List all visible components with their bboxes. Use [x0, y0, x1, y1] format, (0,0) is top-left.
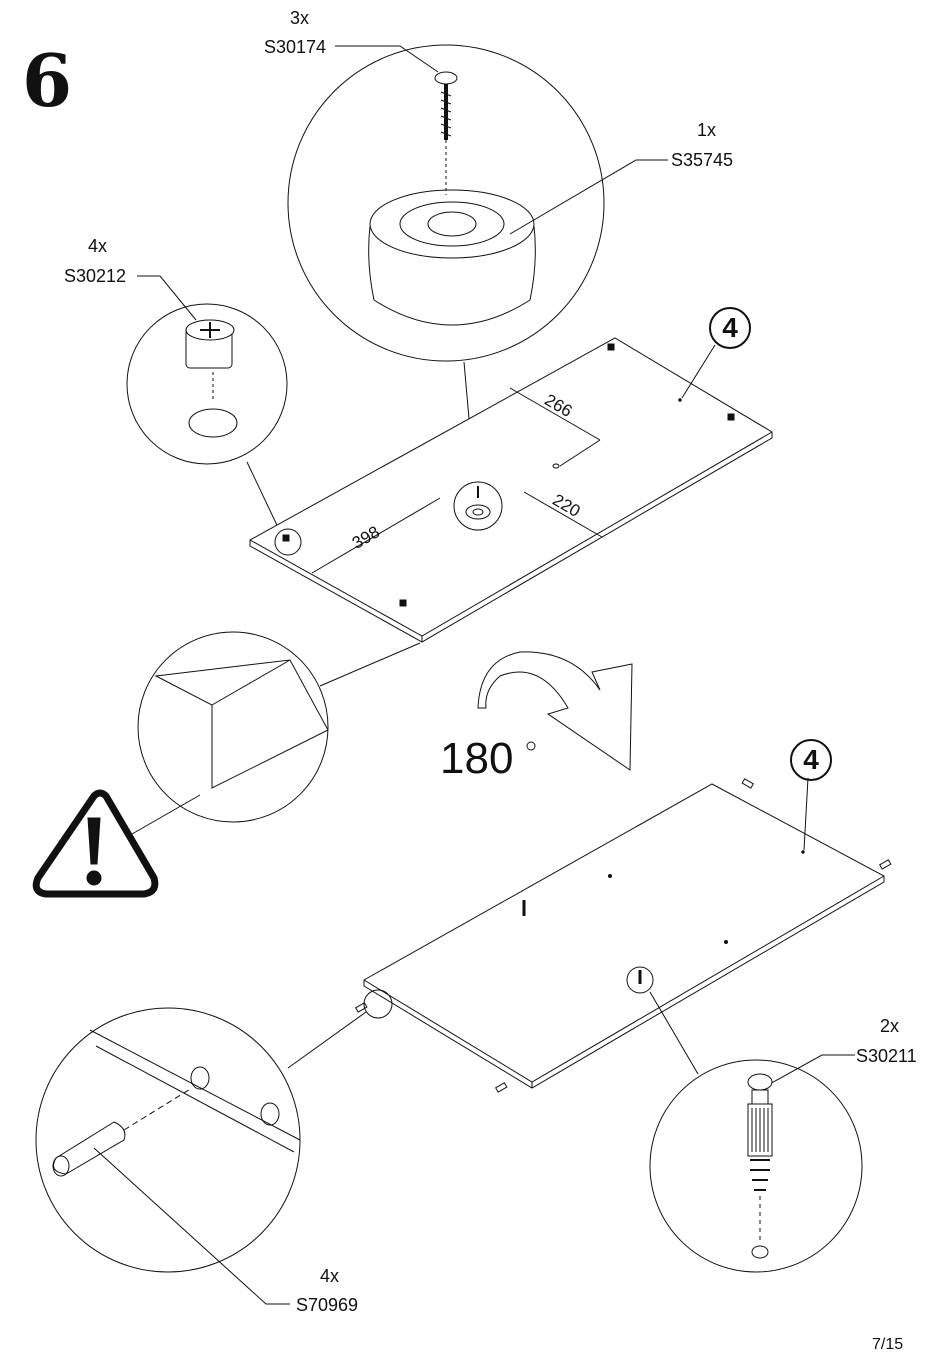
dowel-b	[878, 859, 892, 870]
foot-side	[368, 225, 536, 326]
dowel-board	[89, 1029, 301, 1153]
leader-bolt-circle	[649, 991, 699, 1075]
lower-mark	[608, 874, 612, 878]
dowel-detail-circle	[35, 1007, 301, 1273]
leader-dowel	[93, 1147, 290, 1305]
leader-cam	[137, 275, 197, 321]
foot-top	[369, 189, 535, 259]
bolt-mini-circle	[626, 966, 654, 994]
foot-code: S35745	[671, 150, 734, 170]
edge-block	[154, 659, 329, 789]
screw-thread	[440, 91, 452, 137]
rotation-label: 180	[440, 734, 513, 784]
bolt-head	[747, 1073, 773, 1091]
foot-mini-circle	[453, 481, 503, 531]
panel-hole	[552, 463, 560, 469]
bolt-ribs	[751, 1108, 769, 1152]
cam-code: S30212	[64, 266, 127, 286]
bolt-neck	[751, 1089, 769, 1105]
cam-slot	[200, 322, 220, 338]
warning-mark	[87, 817, 101, 865]
upper-panel	[249, 337, 773, 643]
cam-hole	[188, 408, 238, 438]
bolt-code: S30211	[856, 1046, 917, 1066]
dim-220	[523, 491, 603, 538]
screw-code: S30174	[264, 37, 327, 57]
dowel-d	[494, 1082, 508, 1093]
lower-mark-2	[724, 940, 728, 944]
rotation-value: 180	[440, 734, 514, 783]
rotate-arrow	[477, 651, 633, 771]
cam-mini	[282, 534, 290, 542]
leader-screw	[335, 45, 439, 73]
bolt-qty: 2x	[880, 1016, 900, 1036]
board-hole-1	[190, 1066, 210, 1090]
screw-head	[434, 71, 458, 85]
upper-panel-edge	[249, 431, 773, 642]
dowel-a	[741, 778, 755, 789]
bolt-thread	[750, 1159, 770, 1191]
dowel-mini-circle	[363, 989, 393, 1019]
page-number: 7/15	[872, 1336, 904, 1353]
dowel-end	[52, 1155, 70, 1177]
warning-dot	[86, 870, 102, 886]
lower-mark-3	[801, 850, 805, 854]
lower-panel-edge	[363, 875, 885, 1088]
cam-qty: 4x	[88, 236, 108, 256]
leader-edge	[319, 642, 421, 687]
cam-mini-circle	[274, 528, 302, 556]
cam-mini-4	[727, 413, 735, 421]
leader-badge-top	[681, 344, 716, 399]
foot-hole	[427, 211, 477, 237]
dim-398	[311, 497, 441, 574]
leader-badge-bottom	[803, 777, 809, 851]
leader-dowel-circle	[287, 1011, 367, 1069]
step-number: 6	[22, 38, 73, 123]
bolt-detail-circle	[649, 1059, 863, 1273]
board-hole-2	[260, 1102, 280, 1126]
degree-mark	[526, 741, 536, 751]
foot-qty: 1x	[697, 120, 717, 140]
cam-mini-3	[607, 343, 615, 351]
warning-triangle	[32, 789, 159, 898]
dowel-code: S70969	[296, 1295, 359, 1315]
cam-mini-2	[399, 599, 407, 607]
panel-badge-bottom: 4	[790, 739, 832, 781]
leader-warning	[131, 794, 201, 835]
foot-mini-hole	[472, 508, 484, 516]
dowel-c	[354, 1002, 368, 1013]
lower-panel	[363, 783, 885, 1089]
leader-foot	[509, 159, 668, 235]
edge-line	[211, 659, 291, 706]
foot-detail-circle	[287, 44, 605, 362]
screw-qty: 3x	[290, 8, 310, 28]
panel-badge-top: 4	[709, 307, 751, 349]
dowel-qty: 4x	[320, 1266, 340, 1286]
dowel-pin	[53, 1121, 126, 1175]
foot-mini	[465, 504, 491, 520]
edge-detail-circle	[137, 631, 329, 823]
leader-bolt	[765, 1054, 855, 1087]
dim-ext	[559, 439, 601, 467]
cam-detail-circle	[126, 303, 288, 465]
dowel-axis	[123, 1087, 193, 1131]
foot-inner-ring	[399, 201, 505, 247]
bolt-hole	[751, 1245, 769, 1259]
panel-mark	[678, 398, 682, 402]
dim-266	[509, 387, 601, 441]
